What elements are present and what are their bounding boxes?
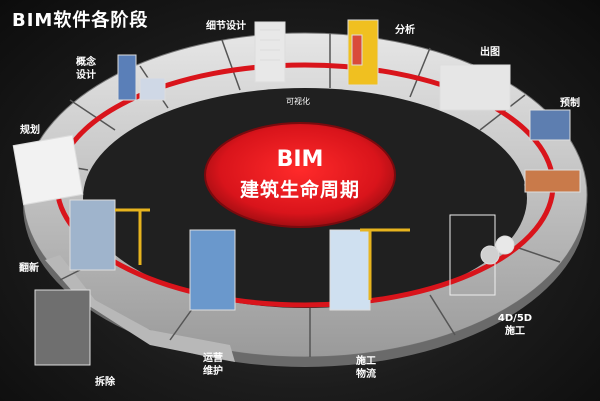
building-construction-icon <box>329 229 371 311</box>
stage-label-detail-design: 细节设计 <box>206 21 246 32</box>
planning-clipboard-icon <box>12 134 84 206</box>
building-renovation-icon <box>69 199 116 271</box>
ring-caption-visualization: 可视化 <box>286 97 310 106</box>
prefab-machine-icon <box>529 109 571 141</box>
page-title: BIM软件各阶段 <box>12 10 149 31</box>
building-icons <box>12 19 581 366</box>
stage-label-analysis: 分析 <box>395 25 415 36</box>
schedule-clock-icon <box>480 245 500 265</box>
building-demolition-icon <box>34 289 91 366</box>
cost-dollar-icon <box>495 235 515 255</box>
stage-label-planning: 规划 <box>20 125 40 136</box>
building-concept-icon <box>117 54 137 101</box>
center-title-lifecycle: 建筑生命周期 <box>239 179 360 201</box>
stage-label-construction-logistics: 施工 物流 <box>356 356 376 380</box>
stage-label-4d5d-construction: 4D/5D 施工 <box>497 313 533 337</box>
stage-label-prefab: 预制 <box>560 98 580 109</box>
prefab-timber-icon <box>524 169 581 193</box>
building-ops-icon <box>189 229 236 311</box>
center-title-bim: BIM <box>276 147 324 172</box>
stage-label-concept-design: 概念 设计 <box>76 57 96 81</box>
building-detail-icon <box>254 21 286 83</box>
drawing-sheet-icon <box>439 64 511 111</box>
track-tail <box>45 255 235 362</box>
stage-label-renovation: 翻新 <box>19 263 39 274</box>
stage-label-drawing: 出图 <box>480 47 500 58</box>
stage-label-demolition: 拆除 <box>95 377 115 388</box>
stage-label-ops: 运营 维护 <box>203 353 223 377</box>
center-disc <box>204 122 396 228</box>
